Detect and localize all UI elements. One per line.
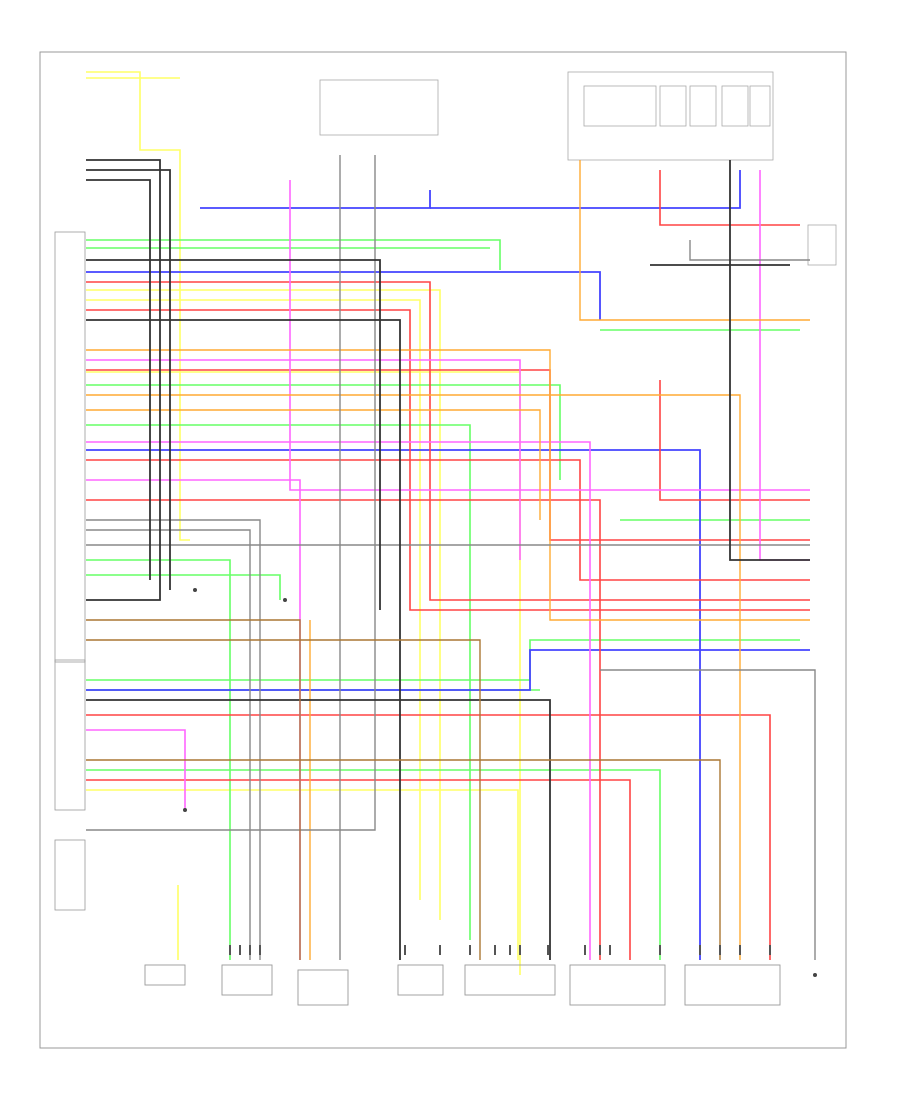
wire-group-brown [86, 619, 721, 960]
connector-pins [229, 945, 771, 955]
wire-group-pink [86, 170, 810, 960]
wire-group-dark [86, 159, 810, 960]
ecm-connector-block [54, 231, 86, 911]
wire-group-blue [86, 170, 810, 960]
bottom-components [144, 964, 781, 1006]
diagram-frame [39, 51, 847, 1049]
wire-group-orange [86, 160, 810, 960]
wire-group-gray [86, 155, 816, 960]
top-relay-blocks [319, 71, 837, 266]
wire-group-red [86, 170, 810, 960]
ground-symbols [183, 588, 817, 977]
